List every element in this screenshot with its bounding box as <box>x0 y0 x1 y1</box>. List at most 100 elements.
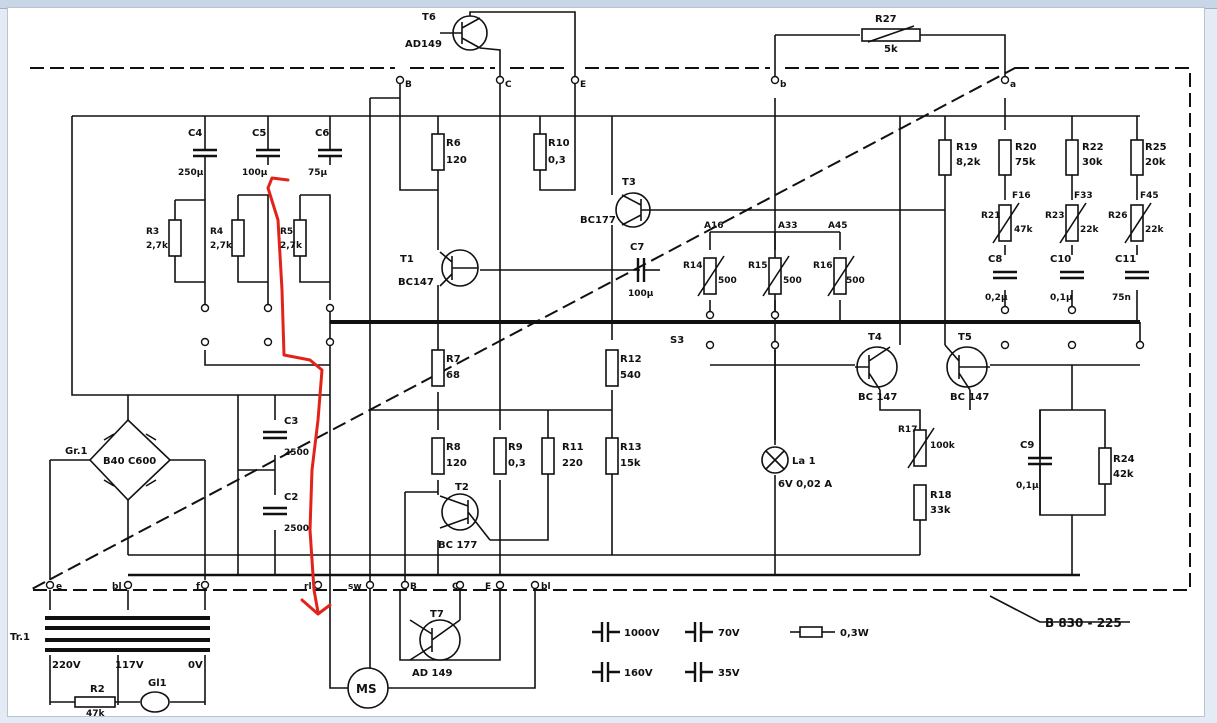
R12-value: 540 <box>620 370 641 381</box>
legend-160v: 160V <box>624 668 653 679</box>
C2-ref: C2 <box>284 492 298 503</box>
legend-symbols <box>592 622 835 682</box>
terminal-top-E: E <box>580 80 586 90</box>
R2-value: 47k <box>86 709 106 716</box>
schematic-scan: T6 AD149 T3 BC177 T1 BC147 T2 BC 177 T7 … <box>8 8 1204 716</box>
R23-value: 22k <box>1080 225 1100 235</box>
legend-03w: 0,3W <box>840 628 869 639</box>
R4-ref: R4 <box>210 227 223 237</box>
resistors <box>74 28 1144 708</box>
T3-ref: T3 <box>622 177 636 188</box>
terminal-bot-E: E <box>485 582 491 592</box>
C10-value: 0,1µ <box>1050 293 1073 303</box>
range-f3-label: F45 <box>1140 191 1159 201</box>
transistor-T5 <box>944 344 990 391</box>
terminals <box>45 75 1145 590</box>
terminal-bot-C: C <box>452 582 459 592</box>
R4-value: 2,7k <box>210 241 233 251</box>
R13-ref: R13 <box>620 442 642 453</box>
legend-1000v: 1000V <box>624 628 660 639</box>
R8-ref: R8 <box>446 442 461 453</box>
C9-ref: C9 <box>1020 440 1034 451</box>
R13-value: 15k <box>620 458 641 469</box>
C11-value: 75n <box>1112 293 1131 303</box>
R3-value: 2,7k <box>146 241 169 251</box>
R5-value: 2,7k <box>280 241 303 251</box>
terminal-bot-sw: sw <box>348 582 362 592</box>
R25-ref: R25 <box>1145 142 1167 153</box>
R9-ref: R9 <box>508 442 523 453</box>
transistor-T2 <box>439 493 491 541</box>
range-f2-label: F33 <box>1074 191 1093 201</box>
T6-type: AD149 <box>405 39 442 50</box>
R5-ref: R5 <box>280 227 293 237</box>
lamp-ref: La 1 <box>792 456 816 467</box>
C5-ref: C5 <box>252 128 266 139</box>
C9-value: 0,1µ <box>1016 481 1039 491</box>
R18-value: 33k <box>930 505 951 516</box>
C2-value: 2500 <box>284 524 309 534</box>
R25-value: 20k <box>1145 157 1166 168</box>
terminal-bot-f: f <box>196 582 200 592</box>
C4-value: 250µ <box>178 168 204 178</box>
C8-ref: C8 <box>988 254 1002 265</box>
transformer-Tr1 <box>45 616 210 652</box>
terminal-top-a: a <box>1010 80 1016 90</box>
T7-ref: T7 <box>430 609 444 620</box>
R27-value: 5k <box>884 44 898 55</box>
enclosure-outline <box>29 67 1191 623</box>
range-b-label: A33 <box>778 221 798 231</box>
R8-value: 120 <box>446 458 467 469</box>
R22-ref: R22 <box>1082 142 1104 153</box>
C7-ref: C7 <box>630 242 644 253</box>
capacitors <box>193 130 1149 516</box>
R10-value: 0,3 <box>548 155 566 166</box>
T5-type: BC 147 <box>950 392 989 403</box>
R24-ref: R24 <box>1113 454 1135 465</box>
legend-70v: 70V <box>718 628 740 639</box>
terminal-bot-bl2: bl <box>541 582 551 592</box>
range-c-label: A45 <box>828 221 848 231</box>
C7-value: 100µ <box>628 289 654 299</box>
R16-value: 500 <box>846 276 865 286</box>
R14-ref: R14 <box>683 261 702 271</box>
document-id: B 830 - 225 <box>1045 616 1122 630</box>
R15-ref: R15 <box>748 261 767 271</box>
C6-value: 75µ <box>308 168 328 178</box>
R26-value: 22k <box>1145 225 1165 235</box>
R7-ref: R7 <box>446 354 461 365</box>
C3-ref: C3 <box>284 416 298 427</box>
terminal-bot-e: e <box>56 582 62 592</box>
R3-ref: R3 <box>146 227 159 237</box>
T1-type: BC147 <box>398 277 434 288</box>
terminal-top-C: C <box>505 80 512 90</box>
T4-ref: T4 <box>868 332 882 343</box>
transistor-T3 <box>615 192 651 228</box>
lamp-La1 <box>761 446 789 474</box>
T7-type: AD 149 <box>412 668 452 679</box>
C4-ref: C4 <box>188 128 202 139</box>
circuit-schematic: T6 AD149 T3 BC177 T1 BC147 T2 BC 177 T7 … <box>10 11 1191 716</box>
transistor-T4 <box>855 346 898 391</box>
C8-value: 0,2µ <box>985 293 1008 303</box>
R24-value: 42k <box>1113 469 1134 480</box>
transistor-T7 <box>409 619 461 661</box>
tap-0-label: 0V <box>188 660 203 671</box>
range-a-label: A16 <box>704 221 724 231</box>
rectifier-type: B40 C600 <box>103 456 156 467</box>
R23-ref: R23 <box>1045 211 1064 221</box>
R11-value: 220 <box>562 458 583 469</box>
trimmers <box>697 25 1152 469</box>
range-f1-label: F16 <box>1012 191 1031 201</box>
R21-value: 47k <box>1014 225 1034 235</box>
R26-ref: R26 <box>1108 211 1127 221</box>
terminal-bot-bl: bl <box>112 582 122 592</box>
C11-ref: C11 <box>1115 254 1136 265</box>
R17-ref: R17 <box>898 425 917 435</box>
terminal-bot-rl: rl <box>304 582 312 592</box>
glow-lamp <box>140 691 170 713</box>
rectifier-bridge <box>88 418 172 502</box>
R20-value: 75k <box>1015 157 1036 168</box>
C3-value: 2500 <box>284 448 309 458</box>
